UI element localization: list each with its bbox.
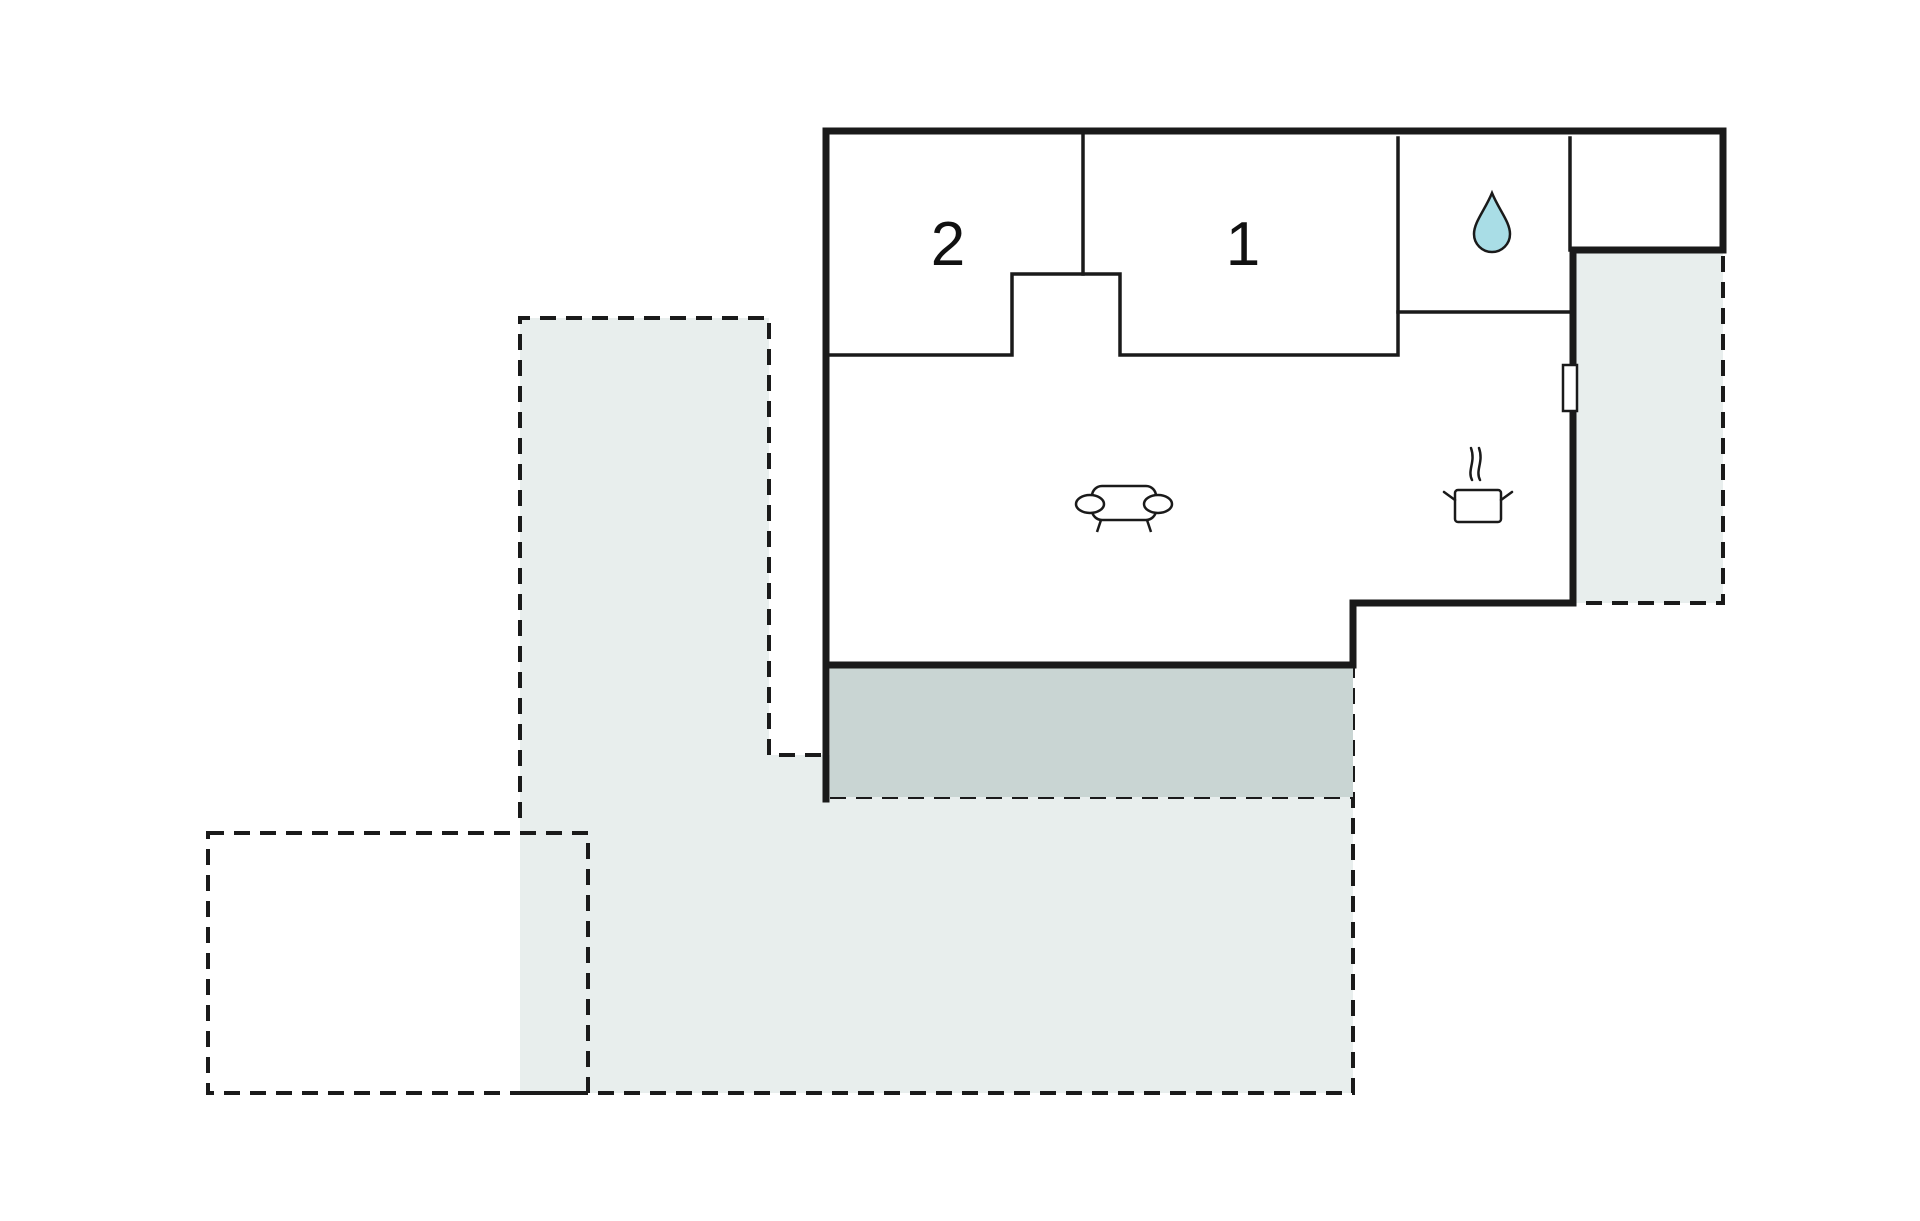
terrace-area-left (520, 318, 1353, 1093)
outer-wall (822, 127, 1727, 803)
window (1561, 363, 1579, 413)
terrace-outline-bottom (520, 668, 1355, 1095)
cooking-pot-icon (1442, 446, 1514, 524)
terrace-outline-left (518, 316, 822, 818)
outdoor-shed-area (206, 831, 590, 1095)
interior-walls (828, 132, 1575, 357)
water-drop-icon (1472, 189, 1512, 254)
sofa-icon (1074, 484, 1174, 533)
room-label-2: 2 (931, 210, 965, 279)
terrace-outline-right (1575, 256, 1725, 605)
terrace-area-right (1575, 250, 1723, 603)
covered-terrace (830, 666, 1353, 797)
room-label-1: 1 (1226, 210, 1260, 279)
